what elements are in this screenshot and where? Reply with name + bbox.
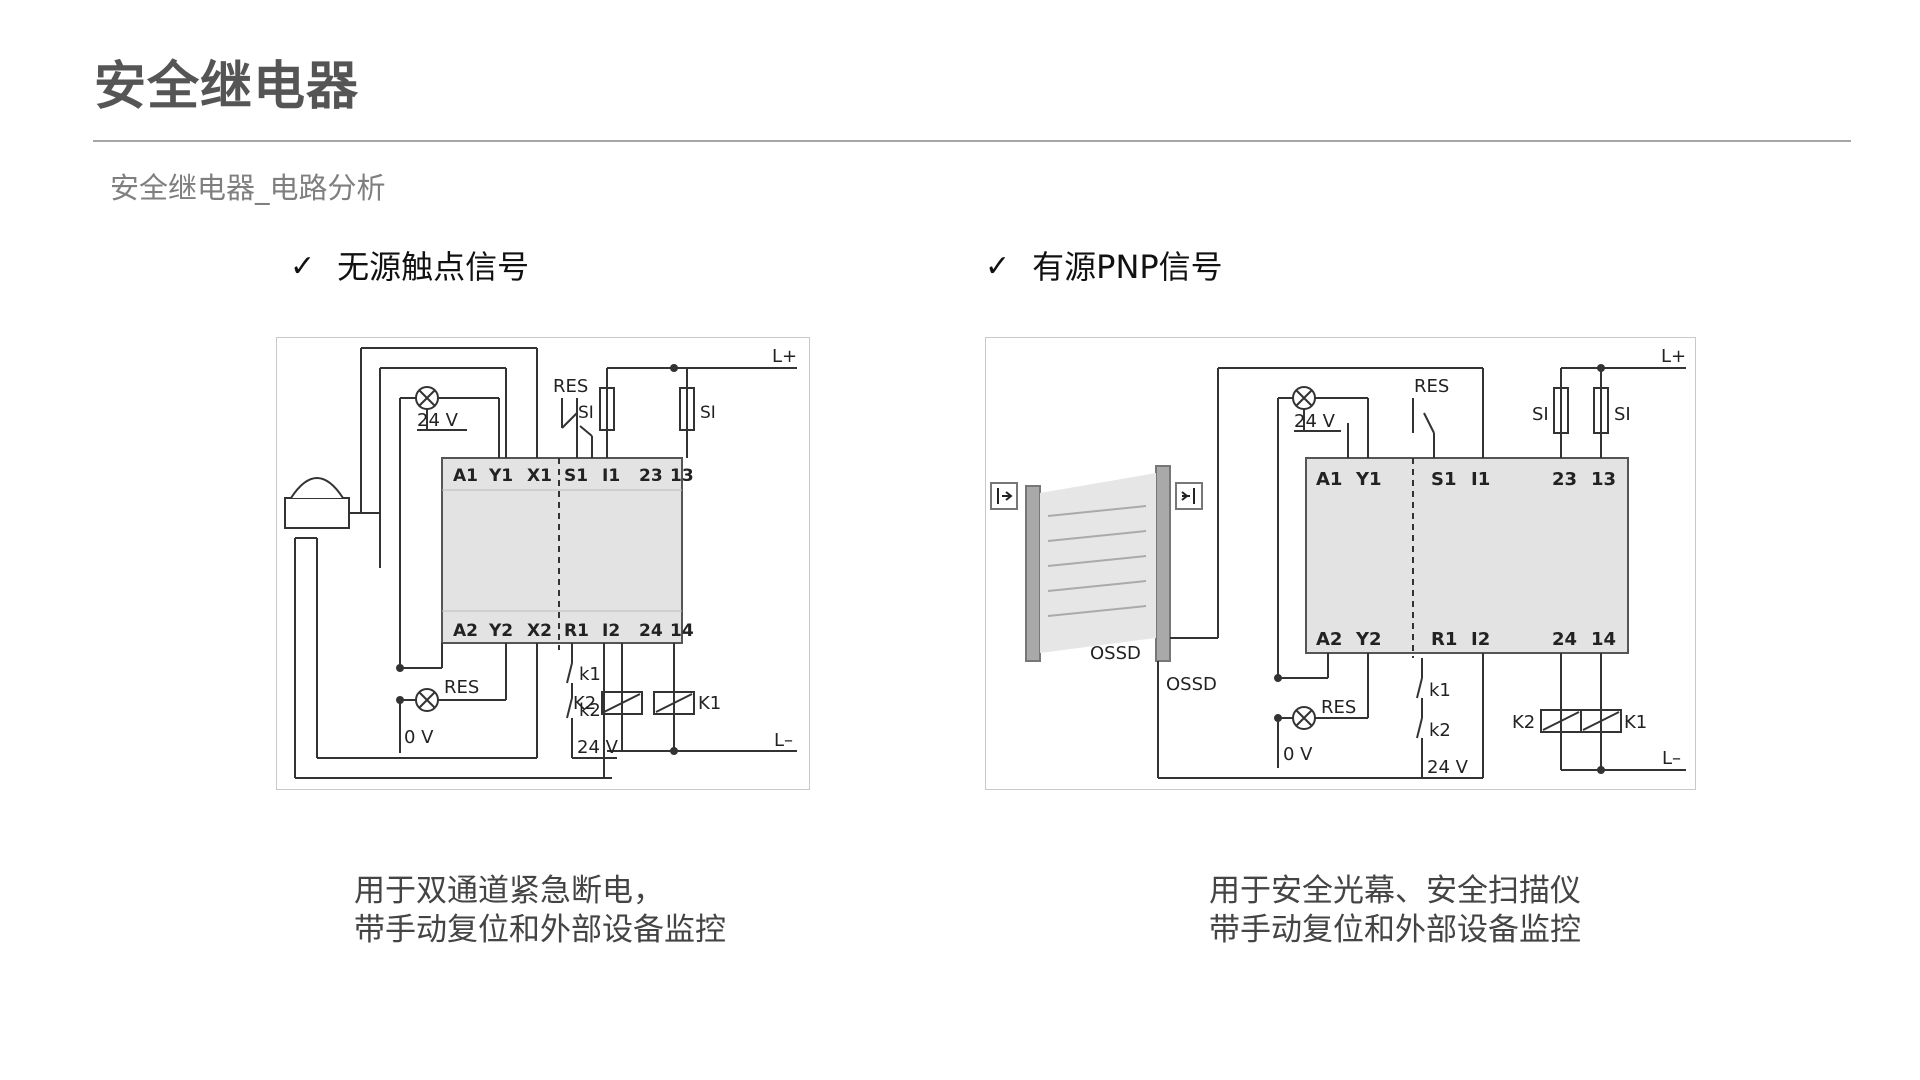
si-label: SI — [1532, 404, 1549, 425]
term-top-label: Y1 — [488, 466, 513, 486]
right-caption-line: 用于安全光幕、安全扫描仪 — [1209, 873, 1581, 909]
term-bot-label: A2 — [1316, 629, 1342, 650]
k1-contact-label: k1 — [1429, 680, 1451, 701]
term-top-label: A1 — [453, 466, 478, 486]
si-label: SI — [578, 403, 594, 423]
check-icon: ✓ — [290, 249, 316, 284]
term-top-label: 23 — [639, 466, 663, 486]
v24-top-label: 24 V — [417, 410, 459, 431]
ossd1-label: OSSD — [1090, 643, 1141, 664]
term-top-label: X1 — [527, 466, 552, 486]
v0-label: 0 V — [404, 727, 434, 748]
si-label: SI — [700, 403, 716, 423]
k1-coil-label: K1 — [1624, 712, 1647, 733]
emergency-stop-icon — [290, 477, 344, 499]
term-top-label: 23 — [1552, 469, 1577, 490]
term-bot-label: Y2 — [1355, 629, 1382, 650]
term-top-label: I1 — [1471, 469, 1490, 490]
receiver-icon — [1175, 482, 1203, 510]
si-label: SI — [1614, 404, 1631, 425]
term-top-label: Y1 — [1355, 469, 1382, 490]
light-curtain-field — [1040, 473, 1156, 653]
left-heading-text: 无源触点信号 — [337, 248, 530, 286]
term-bot-label: X2 — [527, 621, 552, 641]
k1-coil-label: K1 — [698, 693, 721, 714]
v0-label: 0 V — [1283, 744, 1313, 765]
left-caption-line: 用于双通道紧急断电， — [354, 873, 664, 909]
res-bottom-label: RES — [444, 677, 479, 698]
term-bot-label: I2 — [1471, 629, 1490, 650]
right-caption: 用于安全光幕、安全扫描仪 带手动复位和外部设备监控 — [1209, 872, 1581, 950]
slide-subtitle: 安全继电器_电路分析 — [110, 171, 386, 205]
right-heading: ✓ 有源PNP信号 — [985, 245, 1223, 289]
light-curtain-receiver — [1155, 465, 1171, 662]
passive-contact-circuit: A1 Y1 X1 S1 I1 23 13 A2 Y2 X2 R1 I2 24 1… — [284, 346, 797, 779]
term-top-label: S1 — [1431, 469, 1457, 490]
term-top-label: 13 — [1591, 469, 1616, 490]
term-bot-label: 14 — [1591, 629, 1616, 650]
light-curtain-emitter — [1025, 485, 1041, 662]
term-bot-label: 24 — [639, 621, 663, 641]
k2-coil-label: K2 — [1512, 712, 1535, 733]
term-bot-label: R1 — [1431, 629, 1457, 650]
term-top-label: S1 — [564, 466, 588, 486]
left-caption-line: 带手动复位和外部设备监控 — [354, 912, 726, 948]
active-pnp-circuit: OSSD OSSD A1 Y1 S1 I1 23 13 A2 Y2 R1 I2 … — [990, 346, 1686, 779]
term-bot-label: 14 — [670, 621, 694, 641]
left-caption: 用于双通道紧急断电， 带手动复位和外部设备监控 — [354, 872, 726, 950]
passive-contact-diagram: A1 Y1 X1 S1 I1 23 13 A2 Y2 X2 R1 I2 24 1… — [276, 337, 810, 790]
coil-k1 — [1580, 709, 1622, 733]
term-bot-label: 24 — [1552, 629, 1577, 650]
right-heading-text: 有源PNP信号 — [1032, 248, 1223, 286]
res-top-label: RES — [553, 376, 588, 397]
left-heading: ✓ 无源触点信号 — [290, 245, 529, 289]
slide-title: 安全继电器 — [94, 57, 360, 117]
lplus-label: L+ — [772, 346, 797, 367]
lminus-label: L– — [774, 730, 793, 751]
res-top-label: RES — [1414, 376, 1449, 397]
term-top-label: 13 — [670, 466, 694, 486]
check-icon: ✓ — [985, 249, 1011, 284]
relay-body — [441, 457, 683, 644]
k2-coil-label: K2 — [573, 693, 596, 714]
v24-bottom-label: 24 V — [577, 737, 619, 758]
lplus-label: L+ — [1661, 346, 1686, 367]
term-bot-label: Y2 — [488, 621, 513, 641]
term-bot-label: I2 — [602, 621, 620, 641]
right-caption-line: 带手动复位和外部设备监控 — [1209, 912, 1581, 948]
term-top-label: I1 — [602, 466, 620, 486]
title-divider — [93, 140, 1851, 142]
coil-k2 — [601, 691, 643, 715]
coil-k1 — [653, 691, 695, 715]
relay-body — [1305, 457, 1629, 654]
v24-top-label: 24 V — [1294, 411, 1336, 432]
k2-contact-label: k2 — [1429, 720, 1451, 741]
term-top-label: A1 — [1316, 469, 1342, 490]
k2-contact-label: k2 — [579, 700, 601, 721]
active-pnp-diagram: OSSD OSSD A1 Y1 S1 I1 23 13 A2 Y2 R1 I2 … — [985, 337, 1696, 790]
ossd2-label: OSSD — [1166, 674, 1217, 695]
emergency-stop-base — [284, 497, 350, 529]
term-bot-label: R1 — [564, 621, 589, 641]
res-bottom-label: RES — [1321, 697, 1356, 718]
v24-bottom-label: 24 V — [1427, 757, 1469, 778]
lminus-label: L– — [1662, 748, 1681, 769]
term-bot-label: A2 — [453, 621, 478, 641]
k1-contact-label: k1 — [579, 664, 601, 685]
